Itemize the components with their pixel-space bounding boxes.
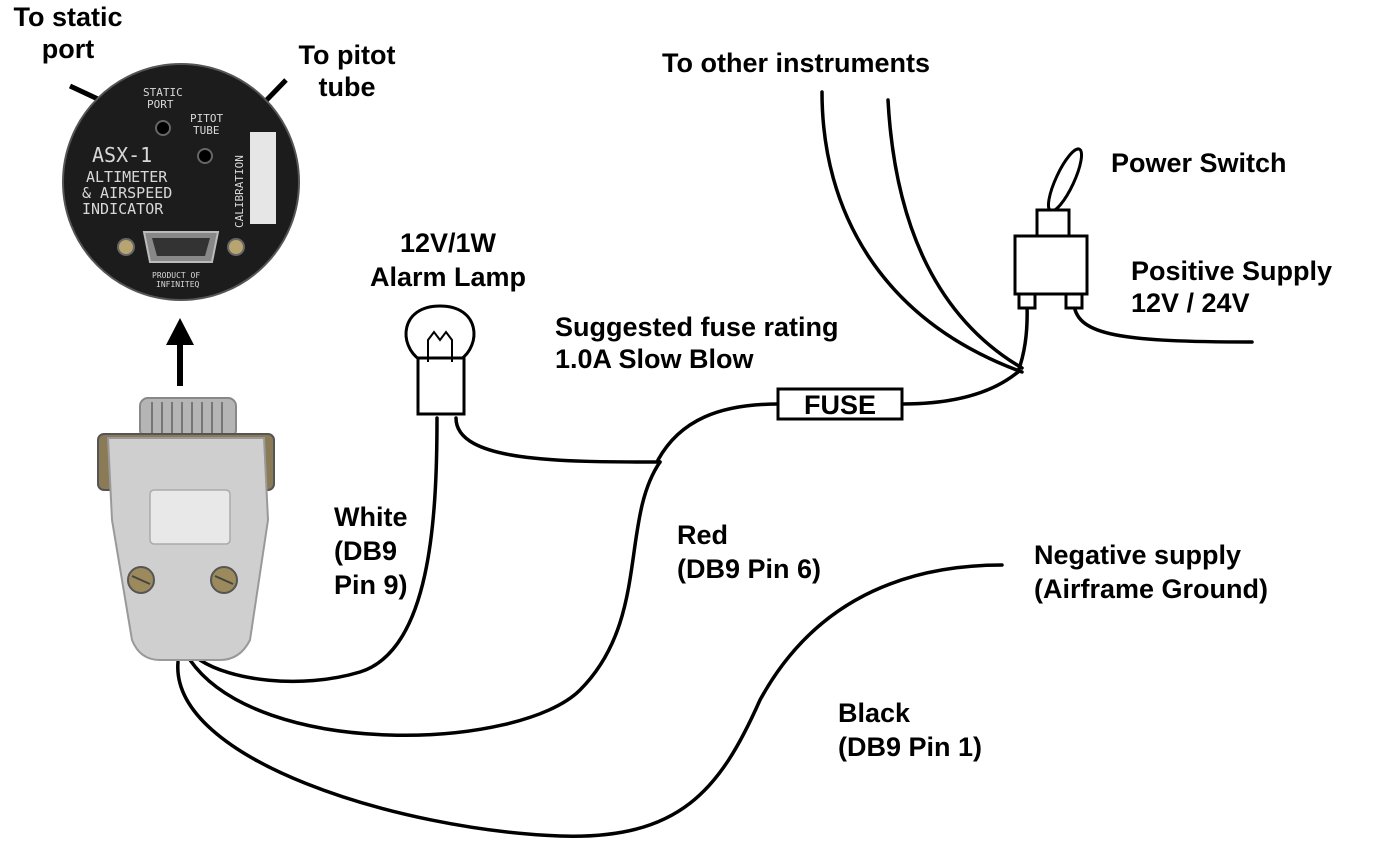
label-white-wire-2: (DB9 [334, 536, 397, 566]
label-alarm-lamp-1: 12V/1W [400, 228, 497, 258]
wires [176, 90, 1254, 838]
instrument-asx1: STATIC PORT PITOT TUBE ASX-1 ALTIMETER &… [62, 63, 300, 301]
db9-connector [97, 397, 275, 661]
label-negative-supply-1: Negative supply [1034, 540, 1241, 570]
label-black-wire-2: (DB9 Pin 1) [838, 732, 982, 762]
label-fuse-rating-1: Suggested fuse rating [555, 312, 839, 342]
label-negative-supply-2: (Airframe Ground) [1034, 574, 1268, 604]
label-to-static-port-1: To static [13, 2, 122, 32]
label-white-wire-1: White [334, 502, 408, 532]
wire-red [188, 460, 662, 737]
wire-other-instruments-1 [820, 90, 1024, 374]
mount-screw-left [117, 238, 135, 256]
instrument-model: ASX-1 [92, 143, 152, 167]
instrument-desc-3: INDICATOR [82, 200, 164, 218]
label-to-static-port-2: port [42, 34, 94, 64]
arrow-connector-up [166, 318, 194, 386]
instrument-desc-2: & AIRSPEED [82, 184, 172, 202]
pitot-tube-label-1: PITOT [190, 112, 223, 125]
wire-positive-supply [1072, 303, 1254, 344]
label-to-pitot-tube-1: To pitot [299, 40, 396, 70]
label-alarm-lamp-2: Alarm Lamp [370, 262, 526, 292]
wire-other-instruments-2 [886, 98, 1024, 370]
instrument-desc-1: ALTIMETER [86, 168, 168, 186]
label-red-wire-2: (DB9 Pin 6) [677, 554, 821, 584]
label-fuse-rating-2: 1.0A Slow Blow [555, 344, 755, 374]
calibration-label: CALIBRATION [233, 155, 246, 228]
label-to-pitot-tube-2: tube [319, 72, 376, 102]
label-red-wire-1: Red [677, 520, 728, 550]
alarm-lamp [404, 304, 476, 416]
label-power-switch: Power Switch [1111, 148, 1287, 178]
wire-fuse-to-red [656, 402, 780, 462]
fuse: FUSE [776, 387, 904, 421]
label-positive-supply-1: Positive Supply [1131, 256, 1332, 286]
label-black-wire-1: Black [838, 698, 911, 728]
maker-label-2: INFINITEQ [156, 280, 200, 289]
labels: To static port To pitot tube To other in… [13, 2, 1332, 762]
calibration-sticker [250, 132, 276, 224]
wire-white [198, 416, 439, 684]
label-white-wire-3: Pin 9) [334, 570, 408, 600]
fuse-label: FUSE [804, 390, 876, 420]
wire-junction-to-fuse [900, 370, 1020, 406]
static-port-label-2: PORT [147, 98, 174, 111]
wire-black [176, 563, 1004, 838]
label-positive-supply-2: 12V / 24V [1131, 288, 1250, 318]
pitot-tube-label-2: TUBE [193, 124, 220, 137]
wire-lamp-to-red [454, 416, 662, 464]
wire-switch-to-junction [1016, 303, 1029, 374]
label-to-other-instruments: To other instruments [662, 48, 930, 78]
maker-label-1: PRODUCT OF [152, 271, 200, 280]
pitot-tube-fitting [197, 148, 213, 164]
static-port-fitting [155, 120, 171, 136]
static-port-label-1: STATIC [143, 86, 183, 99]
mount-screw-right [227, 238, 245, 256]
power-switch[interactable] [1013, 145, 1089, 310]
